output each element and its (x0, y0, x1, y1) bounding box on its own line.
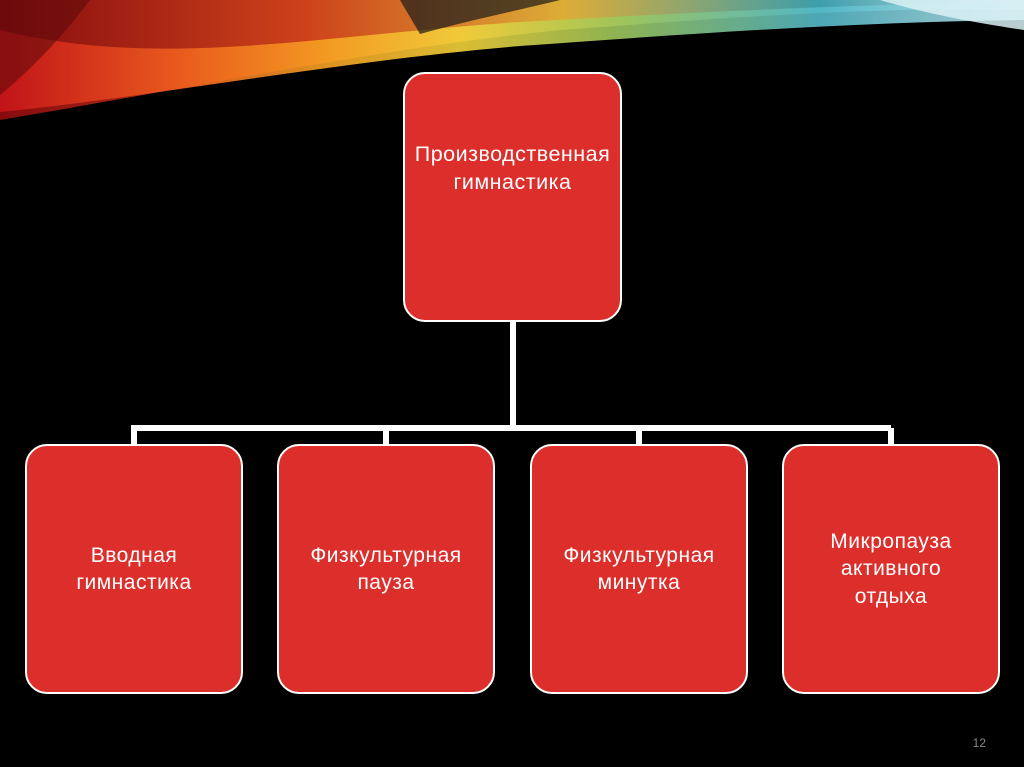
child-node-label: Физкультурная минутка (519, 542, 759, 597)
child-node-exercise-minute: Физкультурная минутка (530, 444, 748, 694)
child-node-introductory-gymnastics: Вводная гимнастика (25, 444, 243, 694)
root-node-label: Производственная гимнастика (363, 141, 663, 197)
slide-page-number: 12 (973, 736, 986, 750)
child-node-exercise-pause: Физкультурная пауза (277, 444, 495, 694)
root-node: Производственная гимнастика (403, 72, 622, 322)
child-node-label: Физкультурная пауза (266, 542, 506, 597)
child-node-label: Микропауза активного отдыха (771, 528, 1011, 610)
child-node-active-micropause: Микропауза активного отдыха (782, 444, 1000, 694)
child-node-label: Вводная гимнастика (14, 542, 254, 597)
